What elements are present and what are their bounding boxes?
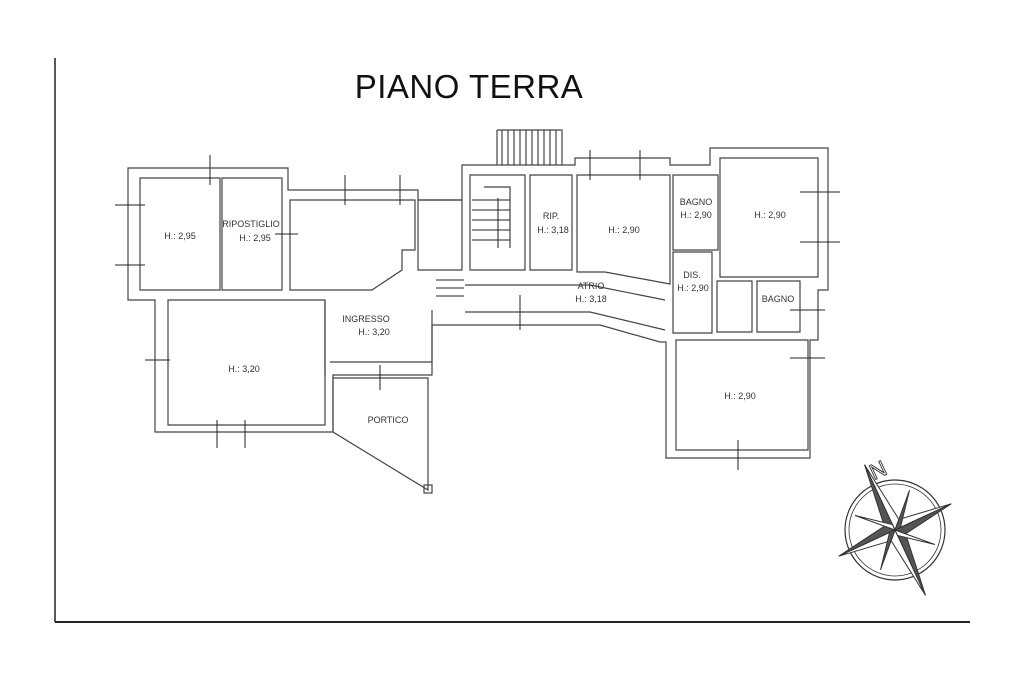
- walls: [115, 129, 840, 494]
- dis-name: DIS.: [683, 270, 701, 280]
- bagno-1-height: H.: 2,90: [680, 210, 712, 220]
- ingresso-height: H.: 3,20: [358, 327, 390, 337]
- rip-name: RIP.: [543, 211, 559, 221]
- dis-height: H.: 2,90: [677, 283, 709, 293]
- ingresso-name: INGRESSO: [342, 314, 390, 324]
- plan-title: PIANO TERRA: [354, 68, 584, 105]
- ripostiglio-name: RIPOSTIGLIO: [222, 219, 280, 229]
- room-center-height: H.: 2,90: [608, 225, 640, 235]
- room-southeast-height: H.: 2,90: [724, 391, 756, 401]
- bagno-2-name: BAGNO: [762, 294, 795, 304]
- ripostiglio-height: H.: 2,95: [239, 233, 271, 243]
- room-west-height: H.: 2,95: [164, 231, 196, 241]
- portico-name: PORTICO: [368, 415, 409, 425]
- rip-height: H.: 3,18: [537, 225, 569, 235]
- bagno-1-name: BAGNO: [680, 197, 713, 207]
- room-east-height: H.: 2,90: [754, 210, 786, 220]
- atrio-height: H.: 3,18: [575, 294, 607, 304]
- compass-rose-icon: N: [838, 455, 952, 596]
- living-height: H.: 3,20: [228, 364, 260, 374]
- atrio-name: ATRIO: [578, 281, 605, 291]
